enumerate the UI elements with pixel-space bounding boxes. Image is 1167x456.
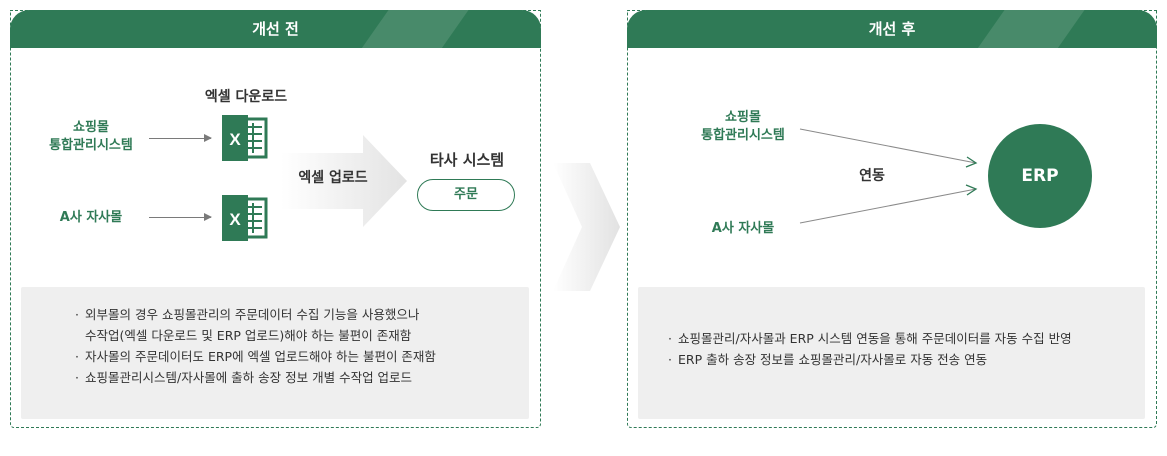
after-own-mall-source: A사 자사몰 <box>711 221 775 236</box>
after-mall-source: 쇼핑몰 통합관리시스템 <box>688 109 798 145</box>
after-mall-source-line1: 쇼핑몰 <box>725 110 761 125</box>
before-notes: 외부몰의 경우 쇼핑몰관리의 주문데이터 수집 기능을 사용했으나수작업(엑셀 … <box>21 287 529 419</box>
note-item: ERP 출하 송장 정보를 쇼핑몰관리/자사몰로 자동 전송 연동 <box>668 349 1125 370</box>
note-item: 쇼핑몰관리/자사몰과 ERP 시스템 연동을 통해 주문데이터를 자동 수집 반… <box>668 328 1125 349</box>
before-title: 개선 전 <box>252 20 299 38</box>
before-header: 개선 전 <box>10 10 541 48</box>
excel-icon: X <box>222 195 268 241</box>
before-panel: 개선 전 쇼핑몰 통합관리시스템 A사 자사몰 엑셀 다운로드 X X <box>10 10 541 428</box>
after-header: 개선 후 <box>627 10 1157 48</box>
before-mall-source-line2: 통합관리시스템 <box>49 138 133 153</box>
link-arrows <box>799 128 978 224</box>
arrow-own-to-excel <box>149 213 212 221</box>
before-mall-source-line1: 쇼핑몰 <box>73 120 109 135</box>
note-item: 외부몰의 경우 쇼핑몰관리의 주문데이터 수집 기능을 사용했으나수작업(엑셀 … <box>75 304 509 346</box>
svg-text:X: X <box>229 210 241 229</box>
svg-text:X: X <box>229 130 241 149</box>
arrow-mall-to-excel <box>149 134 212 142</box>
excel-icon: X <box>222 115 268 161</box>
excel-upload-label: 엑셀 업로드 <box>298 170 368 186</box>
erp-circle: ERP <box>988 124 1092 228</box>
before-own-mall-source: A사 자사몰 <box>59 210 123 225</box>
order-pill: 주문 <box>417 179 515 211</box>
after-title: 개선 후 <box>868 20 916 38</box>
upload-arrow-shape <box>281 135 407 227</box>
after-mall-source-line2: 통합관리시스템 <box>701 128 785 143</box>
target-system-label: 타사 시스템 <box>429 151 505 169</box>
after-notes: 쇼핑몰관리/자사몰과 ERP 시스템 연동을 통해 주문데이터를 자동 수집 반… <box>638 287 1145 419</box>
link-label: 연동 <box>859 168 885 184</box>
before-mall-source: 쇼핑몰 통합관리시스템 <box>41 119 141 155</box>
after-panel: 개선 후 쇼핑몰 통합관리시스템 A사 자사몰 연동 ERP 쇼핑몰관리/자사몰… <box>627 10 1157 428</box>
excel-download-label: 엑셀 다운로드 <box>204 89 288 105</box>
note-item: 쇼핑몰관리시스템/자사몰에 출하 송장 정보 개별 수작업 업로드 <box>75 367 509 388</box>
note-item: 자사몰의 주문데이터도 ERP에 엑셀 업로드해야 하는 불편이 존재함 <box>75 346 509 367</box>
